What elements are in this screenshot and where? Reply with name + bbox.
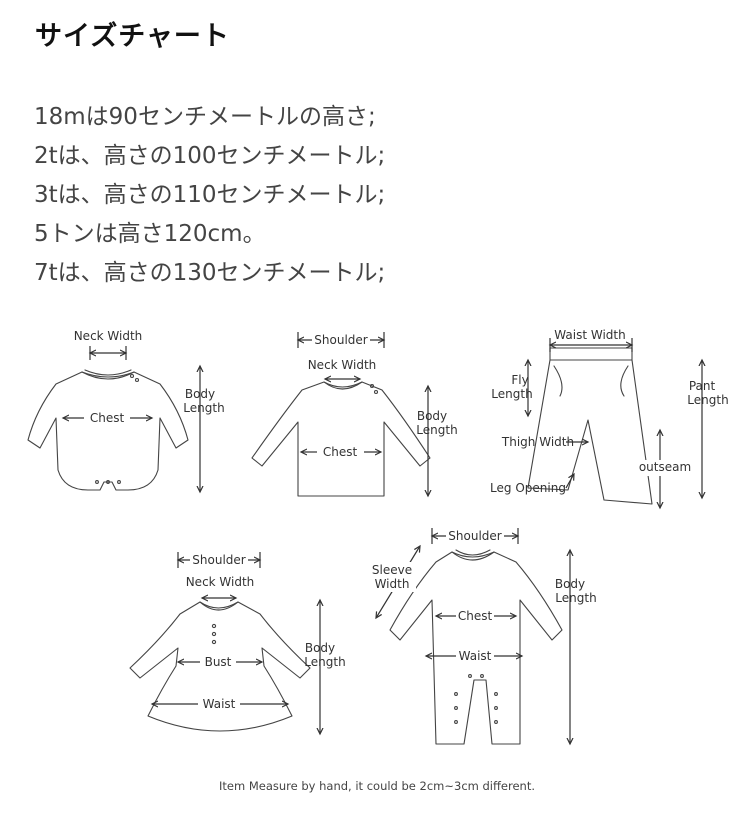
shoulder-label: Shoulder [448, 529, 502, 543]
measurement-diagram: Neck Width Chest Body Length Shoulder Ne… [0, 300, 750, 822]
body-length-label: Body [417, 409, 447, 423]
fly-length-label: Length [491, 387, 532, 401]
body-length-label: Length [555, 591, 596, 605]
size-line: 7tは、高さの130センチメートル; [34, 260, 386, 286]
neck-width-label: Neck Width [308, 358, 377, 372]
pant-length-label: Length [687, 393, 728, 407]
body-length-label: Body [555, 577, 585, 591]
body-length-label: Length [183, 401, 224, 415]
body-length-label: Body [185, 387, 215, 401]
size-list: 18mは90センチメートルの高さ; 2tは、高さの100センチメートル; 3tは… [34, 98, 385, 293]
sleeve-width-label: Sleeve [372, 563, 412, 577]
shoulder-label: Shoulder [192, 553, 246, 567]
size-line: 3tは、高さの110センチメートル; [34, 182, 386, 208]
chest-label: Chest [90, 411, 125, 425]
size-line: 18mは90センチメートルの高さ; [34, 104, 376, 130]
chest-label: Chest [323, 445, 358, 459]
body-length-label: Length [304, 655, 345, 669]
dress-illustration [129, 601, 311, 732]
bust-label: Bust [205, 655, 232, 669]
body-length-label: Length [416, 423, 457, 437]
tshirt-illustration [251, 381, 431, 497]
fly-length-label: Fly [511, 373, 528, 387]
page-title: サイズチャート [35, 21, 230, 52]
thigh-width-label: Thigh Width [501, 435, 574, 449]
shoulder-label: Shoulder [314, 333, 368, 347]
waist-label: Waist [459, 649, 492, 663]
waist-width-label: Waist Width [554, 328, 625, 342]
neck-width-label: Neck Width [74, 329, 143, 343]
sleeve-width-label: Width [375, 577, 410, 591]
waist-label: Waist [203, 697, 236, 711]
pant-length-label: Pant [689, 379, 716, 393]
leg-opening-label: Leg Opening [490, 481, 566, 495]
size-line: 5トンは高さ120cm。 [34, 221, 266, 247]
measurement-note: Item Measure by hand, it could be 2cm~3c… [219, 779, 535, 793]
outseam-label: outseam [639, 460, 691, 474]
size-line: 2tは、高さの100センチメートル; [34, 143, 386, 169]
bodysuit-illustration [27, 369, 189, 491]
body-length-label: Body [305, 641, 335, 655]
neck-width-label: Neck Width [186, 575, 255, 589]
chest-label: Chest [458, 609, 493, 623]
